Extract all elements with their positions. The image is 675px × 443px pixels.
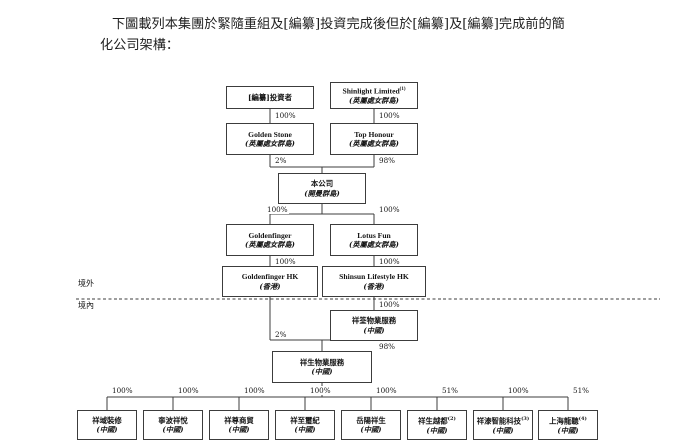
node-subsidiary-8-name: 上海龍聽(4)	[549, 415, 587, 426]
node-subsidiary-8-jurisdiction: (中國)	[557, 425, 579, 435]
node-goldenfinger-jurisdiction: (英屬處女群島)	[245, 240, 295, 250]
node-goldenfinger-hk-name: Goldenfinger HK	[241, 272, 299, 282]
footnote-marker: (1)	[399, 87, 406, 93]
node-xiangsheng-property[interactable]: 祥生物業服務 (中國)	[272, 351, 372, 383]
node-subsidiary-7-jurisdiction: (中國)	[492, 425, 514, 435]
node-goldenfinger[interactable]: Goldenfinger (英屬處女群島)	[226, 224, 314, 256]
pct-subsidiary-7: 100%	[507, 386, 530, 395]
node-subsidiary-1[interactable]: 祥域裝修(中國)	[77, 410, 137, 440]
node-investor-name: [編纂]投資者	[248, 92, 292, 102]
node-shinsun-lifestyle-hk[interactable]: Shinsun Lifestyle HK (香港)	[322, 266, 426, 297]
footnote-marker: (4)	[578, 415, 587, 422]
node-subsidiary-2-name: 寧波祥悅	[158, 415, 188, 425]
node-subsidiary-6-name: 祥生越都(2)	[418, 415, 456, 426]
node-golden-stone-name: Golden Stone	[248, 129, 292, 139]
node-top-honour[interactable]: Top Honour (英屬處女群島)	[330, 123, 418, 155]
pct-shinlight-top-honour: 100%	[378, 111, 401, 120]
node-subsidiary-2[interactable]: 寧波祥悅(中國)	[143, 410, 203, 440]
intro-line-1: 下圖載列本集團於緊隨重組及[編纂]投資完成後但於[編纂]及[編纂]完成前的簡	[112, 17, 565, 32]
node-shinlight-name: Shinlight Limited(1)	[342, 86, 406, 96]
footnote-marker: (2)	[447, 415, 456, 422]
node-subsidiary-3-name: 祥尊商貿	[224, 415, 254, 425]
node-subsidiary-2-jurisdiction: (中國)	[162, 425, 184, 435]
pct-lotus-fun-shinsun-hk: 100%	[378, 257, 401, 266]
node-shinlight[interactable]: Shinlight Limited(1) (英屬處女群島)	[330, 82, 418, 109]
node-goldenfinger-hk-jurisdiction: (香港)	[259, 281, 281, 291]
pct-shinsun-hk-xiangkun: 100%	[378, 300, 401, 309]
node-subsidiary-6[interactable]: 祥生越都(2)(中國)	[407, 410, 467, 440]
pct-top-honour-company: 98%	[378, 156, 396, 165]
node-subsidiary-6-jurisdiction: (中國)	[426, 425, 448, 435]
pct-subsidiary-1: 100%	[111, 386, 134, 395]
node-golden-stone-jurisdiction: (英屬處女群島)	[245, 139, 295, 149]
node-subsidiary-5-name: 岳陽祥生	[356, 415, 386, 425]
node-company[interactable]: 本公司 (開曼群島)	[278, 173, 366, 204]
node-subsidiary-5[interactable]: 岳陽祥生(中國)	[341, 410, 401, 440]
node-subsidiary-4[interactable]: 祥至璽紀(中國)	[275, 410, 335, 440]
node-shinsun-lifestyle-hk-name: Shinsun Lifestyle HK	[339, 272, 409, 282]
pct-subsidiary-5: 100%	[375, 386, 398, 395]
node-subsidiary-4-jurisdiction: (中國)	[294, 425, 316, 435]
node-shinlight-jurisdiction: (英屬處女群島)	[349, 96, 399, 106]
intro-paragraph: 下圖載列本集團於緊隨重組及[編纂]投資完成後但於[編纂]及[編纂]完成前的簡 化…	[0, 14, 675, 56]
pct-golden-stone-company: 2%	[274, 156, 288, 165]
pct-subsidiary-3: 100%	[243, 386, 266, 395]
node-shinsun-lifestyle-hk-jurisdiction: (香港)	[363, 281, 385, 291]
pct-company-lotus-fun: 100%	[378, 205, 401, 214]
node-subsidiary-1-jurisdiction: (中國)	[96, 425, 118, 435]
node-lotus-fun-name: Lotus Fun	[357, 230, 391, 240]
node-xiangsheng-property-jurisdiction: (中國)	[311, 367, 333, 377]
node-investor[interactable]: [編纂]投資者	[226, 86, 314, 109]
pct-xiangkun-xiangsheng: 98%	[378, 342, 396, 351]
node-xiangsheng-property-name: 祥生物業服務	[299, 357, 345, 367]
node-goldenfinger-hk[interactable]: Goldenfinger HK (香港)	[222, 266, 318, 297]
pct-company-goldenfinger: 100%	[266, 205, 289, 214]
intro-line-2: 化公司架構：	[100, 38, 180, 53]
node-subsidiary-7[interactable]: 祥溙智能科技(3)(中國)	[473, 410, 533, 440]
pct-subsidiary-2: 100%	[177, 386, 200, 395]
node-goldenfinger-name: Goldenfinger	[248, 230, 292, 240]
node-top-honour-jurisdiction: (英屬處女群島)	[349, 139, 399, 149]
pct-subsidiary-4: 100%	[309, 386, 332, 395]
node-xiangkun-property[interactable]: 祥筌物業服務 (中國)	[330, 310, 418, 341]
pct-investor-golden-stone: 100%	[274, 111, 297, 120]
node-subsidiary-3[interactable]: 祥尊商貿(中國)	[209, 410, 269, 440]
node-subsidiary-5-jurisdiction: (中國)	[360, 425, 382, 435]
node-company-jurisdiction: (開曼群島)	[304, 188, 340, 198]
node-subsidiary-3-jurisdiction: (中國)	[228, 425, 250, 435]
node-xiangkun-property-jurisdiction: (中國)	[363, 325, 385, 335]
pct-subsidiary-8: 51%	[572, 386, 590, 395]
node-subsidiary-8[interactable]: 上海龍聽(4)(中國)	[538, 410, 598, 440]
node-subsidiary-4-name: 祥至璽紀	[290, 415, 320, 425]
zone-label-offshore: 境外	[78, 279, 94, 288]
node-lotus-fun-jurisdiction: (英屬處女群島)	[349, 240, 399, 250]
pct-goldenfinger-hk-xiangsheng: 2%	[274, 330, 288, 339]
node-golden-stone[interactable]: Golden Stone (英屬處女群島)	[226, 123, 314, 155]
pct-goldenfinger-hk: 100%	[274, 257, 297, 266]
pct-subsidiary-6: 51%	[441, 386, 459, 395]
footnote-marker: (3)	[521, 415, 530, 422]
zone-label-onshore: 境內	[78, 301, 94, 310]
node-top-honour-name: Top Honour	[354, 129, 394, 139]
node-xiangkun-property-name: 祥筌物業服務	[351, 316, 397, 326]
node-lotus-fun[interactable]: Lotus Fun (英屬處女群島)	[330, 224, 418, 256]
node-subsidiary-7-name: 祥溙智能科技(3)	[476, 415, 530, 426]
node-subsidiary-1-name: 祥域裝修	[92, 415, 122, 425]
node-company-name: 本公司	[310, 179, 334, 189]
